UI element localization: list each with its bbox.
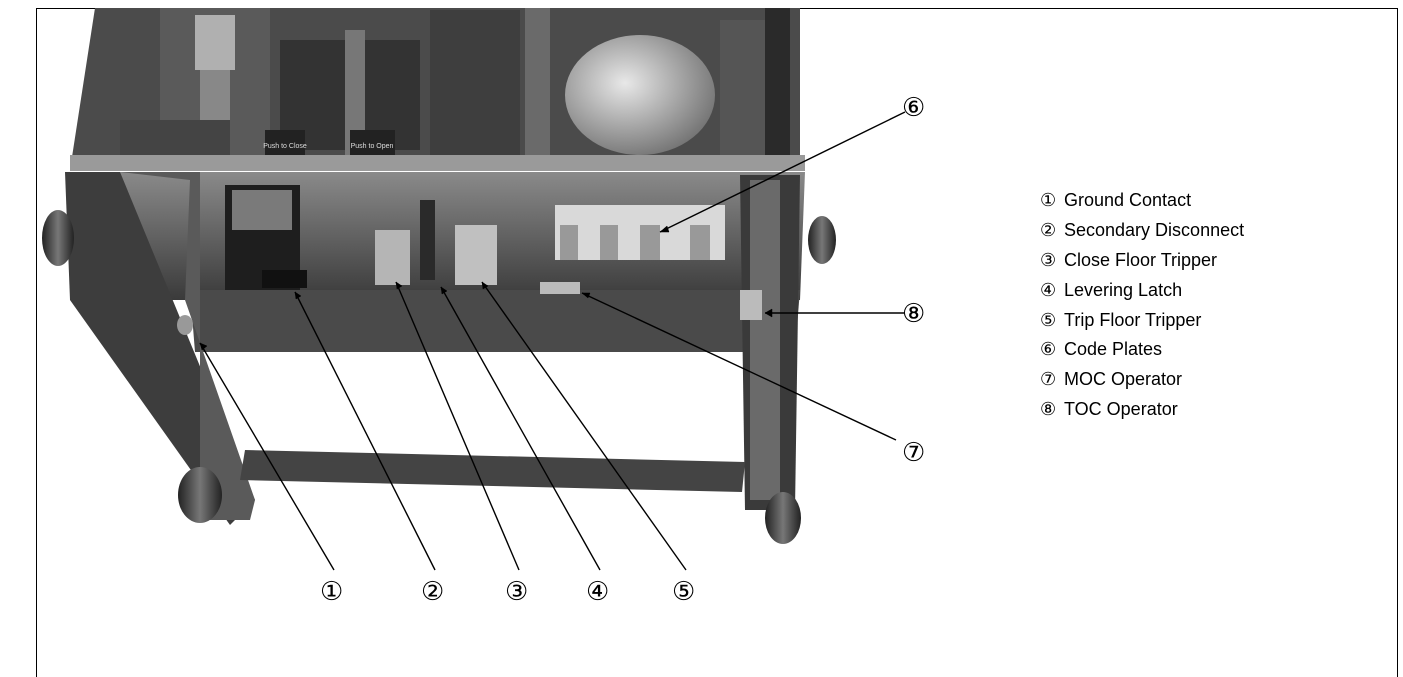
legend-label: Trip Floor Tripper <box>1064 309 1202 330</box>
legend-item: ④ Levering Latch <box>1040 275 1244 305</box>
callout-7: ⑦ <box>902 438 925 468</box>
legend-number: ④ <box>1040 279 1057 301</box>
legend-number: ② <box>1040 220 1057 242</box>
legend-item: ⑥ Code Plates <box>1040 335 1244 365</box>
callout-1: ① <box>320 577 343 607</box>
legend-label: MOC Operator <box>1064 369 1183 390</box>
legend-item: ③ Close Floor Tripper <box>1040 246 1244 276</box>
legend-item: ⑧ TOC Operator <box>1040 395 1244 425</box>
legend-label: Ground Contact <box>1064 190 1192 211</box>
callout-4: ④ <box>586 577 609 607</box>
callout-2: ② <box>421 577 444 607</box>
bottom-crossbar <box>240 450 745 492</box>
top-rail <box>70 155 805 171</box>
mechanism-interior: Push to Close Push to Open <box>70 8 800 170</box>
push-to-close-label: Push to Close <box>263 143 307 150</box>
legend-number: ⑥ <box>1040 339 1057 361</box>
legend-number: ① <box>1040 190 1057 212</box>
legend-number: ⑦ <box>1040 369 1057 391</box>
callout-8: ⑧ <box>902 299 925 329</box>
legend-label: Secondary Disconnect <box>1064 220 1245 241</box>
legend-item: ② Secondary Disconnect <box>1040 216 1244 246</box>
legend-item: ① Ground Contact <box>1040 186 1244 216</box>
legend-number: ⑧ <box>1040 398 1057 420</box>
leader-line-5 <box>481 281 687 571</box>
left-side-frame <box>42 172 255 525</box>
callout-6: ⑥ <box>902 93 925 123</box>
leader-line-1 <box>199 342 335 571</box>
legend-label: Code Plates <box>1064 339 1163 360</box>
legend-label: Close Floor Tripper <box>1064 249 1218 270</box>
legend-label: Levering Latch <box>1064 279 1183 300</box>
legend-number: ③ <box>1040 249 1057 271</box>
front-panel <box>68 172 805 352</box>
callout-5: ⑤ <box>672 577 695 607</box>
legend-number: ⑤ <box>1040 309 1057 331</box>
callout-3: ③ <box>505 577 528 607</box>
push-to-open-label: Push to Open <box>351 143 394 150</box>
legend-item: ⑦ MOC Operator <box>1040 365 1244 395</box>
leader-line-6 <box>659 111 906 233</box>
leader-line-2 <box>294 291 436 571</box>
leader-line-3 <box>395 281 520 571</box>
right-side-frame <box>740 175 836 544</box>
legend-label: TOC Operator <box>1064 398 1178 419</box>
leader-line-7 <box>581 292 897 441</box>
legend-item: ⑤ Trip Floor Tripper <box>1040 305 1244 335</box>
leader-line-4 <box>440 286 601 571</box>
